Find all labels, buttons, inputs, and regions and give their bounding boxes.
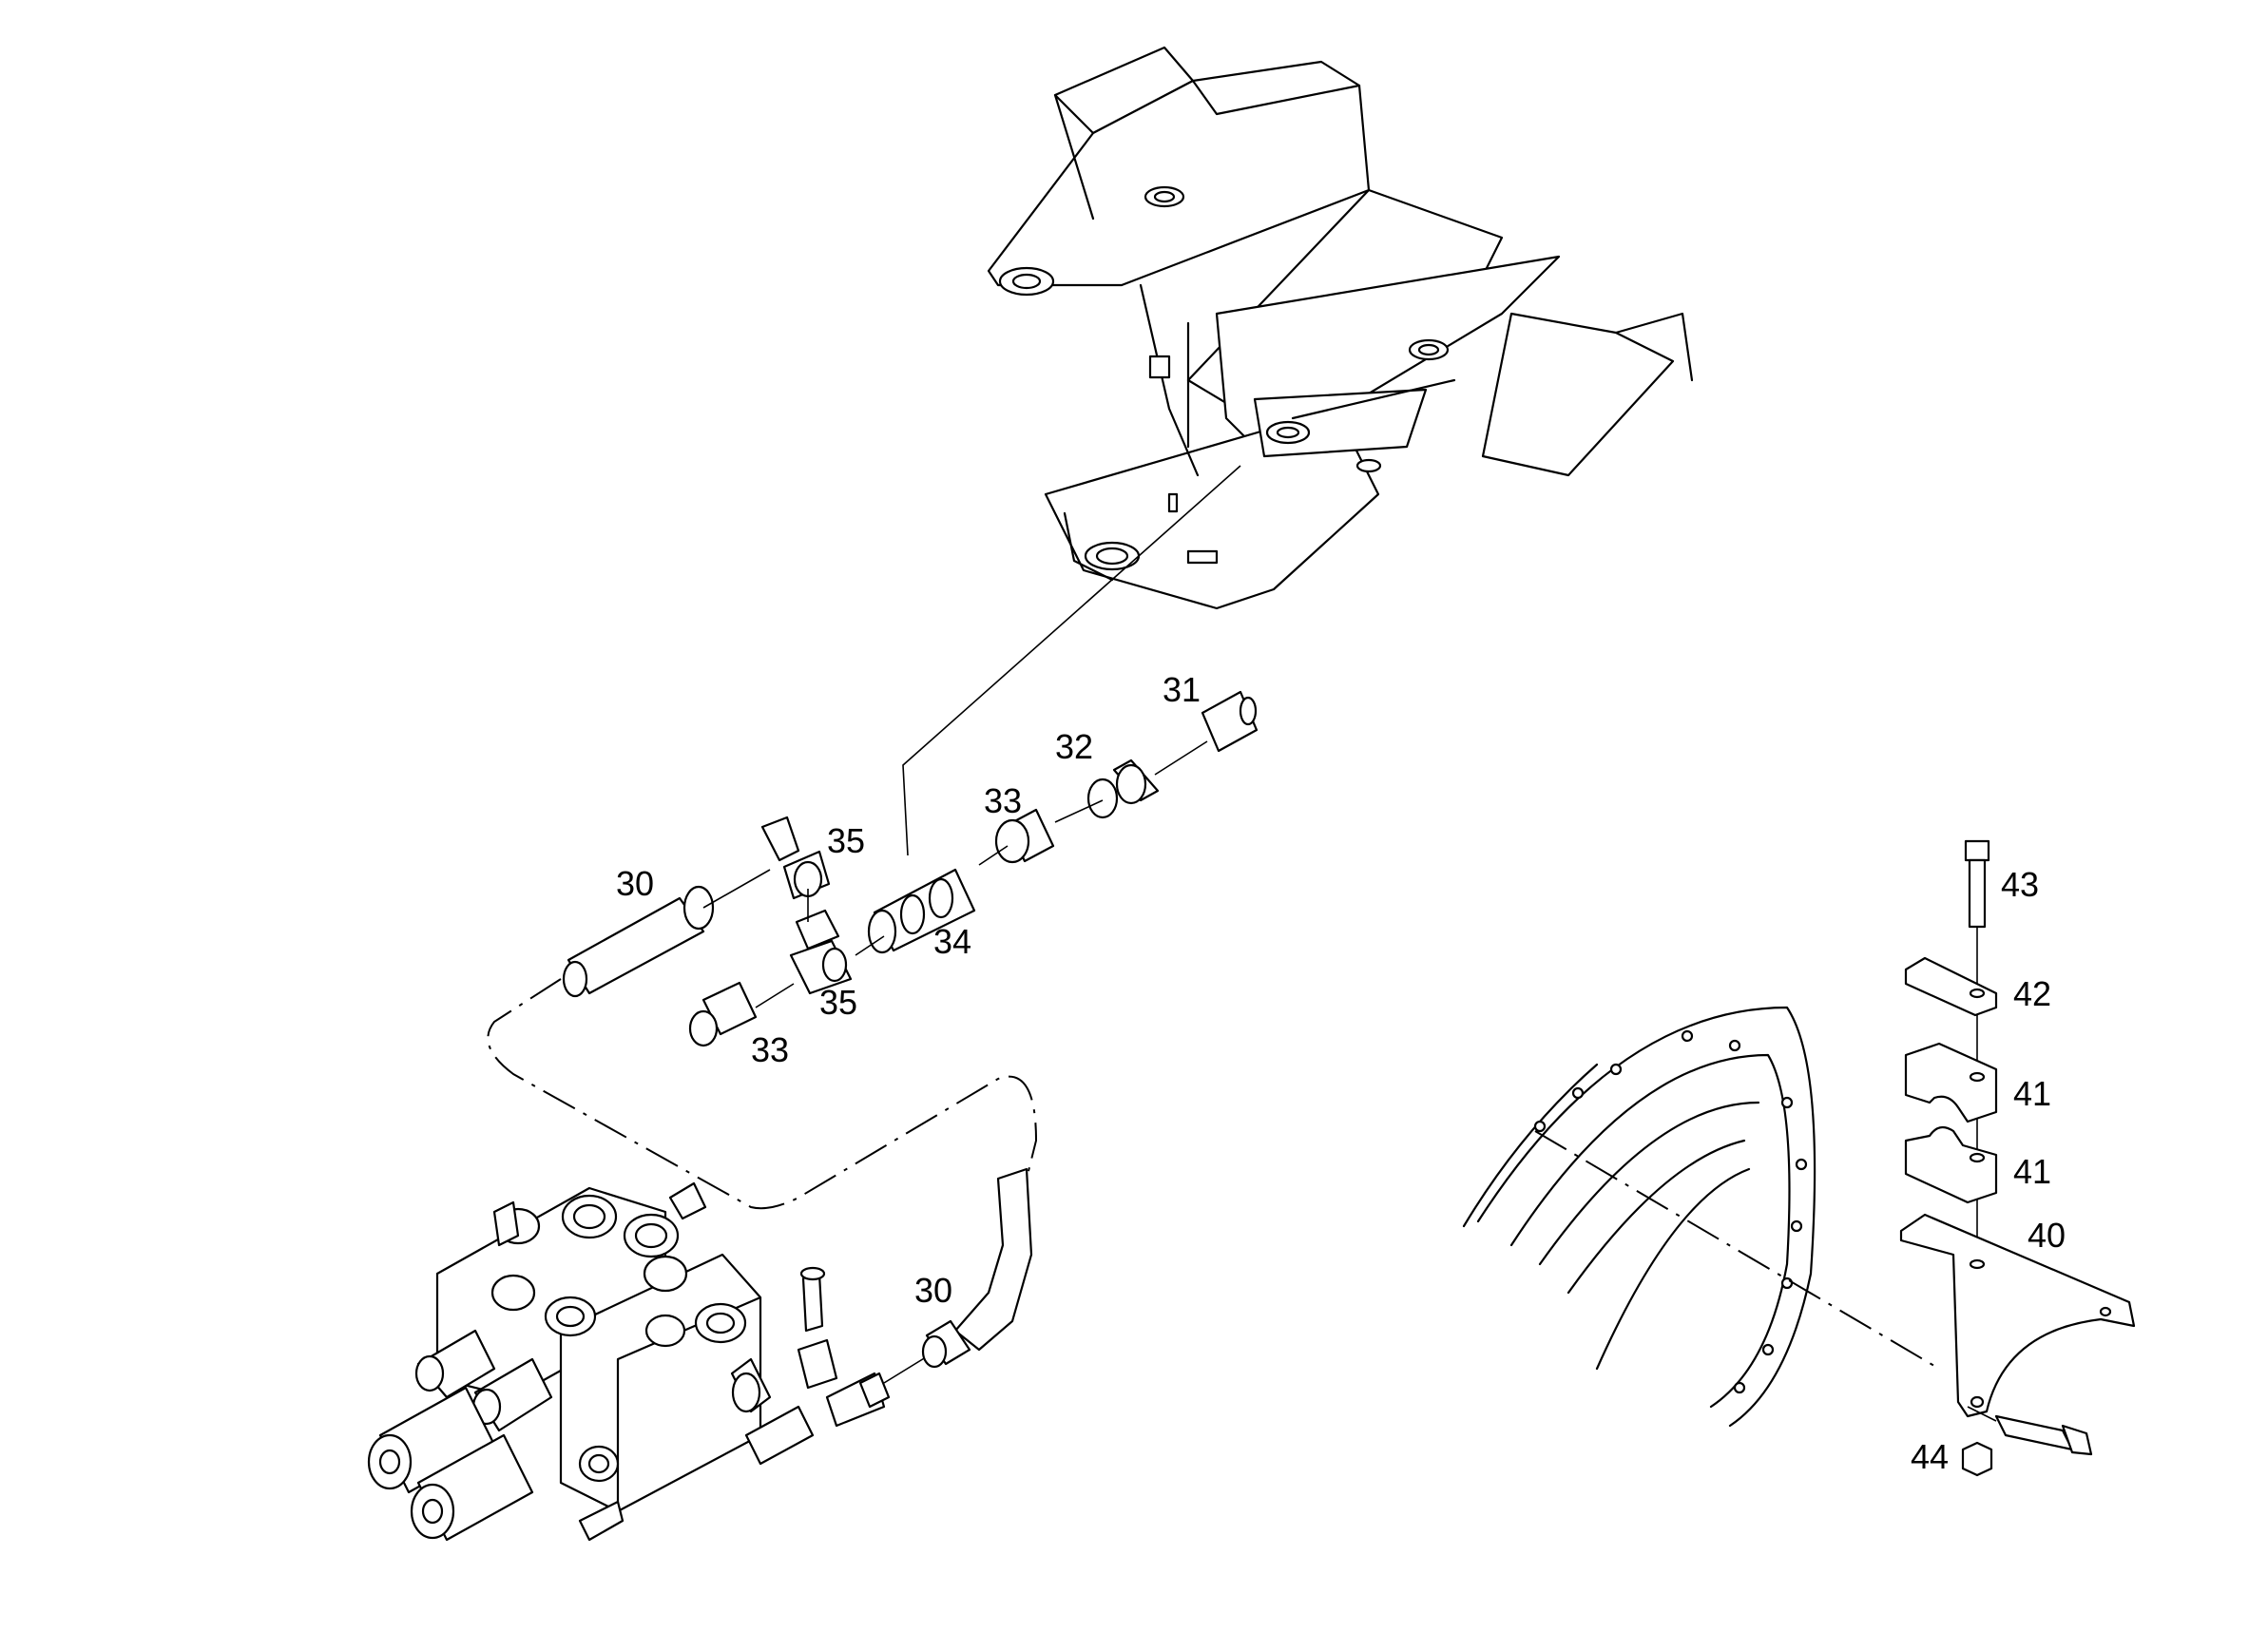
callout-35-lower: 35 <box>819 983 857 1022</box>
hose-route-dashdot <box>487 978 1038 1210</box>
callout-41-lower: 41 <box>2013 1152 2051 1191</box>
callout-30-lower: 30 <box>914 1271 952 1310</box>
fitting-33-upper <box>994 808 1055 864</box>
plate-42 <box>1904 956 1998 1017</box>
nut-44 <box>1961 1441 1993 1477</box>
tee-35-upper <box>760 816 831 900</box>
leader-lines-fittings <box>702 740 1208 1008</box>
callout-30-upper: 30 <box>616 864 654 903</box>
wheel-rim <box>1462 1006 1816 1428</box>
hose-30-lower <box>921 1167 1033 1369</box>
callout-40: 40 <box>2028 1216 2066 1255</box>
callout-33-lower: 33 <box>751 1030 789 1069</box>
control-valve-block <box>367 1181 762 1542</box>
valve-outlet-fittings <box>730 1266 947 1466</box>
callout-31: 31 <box>1163 670 1201 709</box>
bolt-43 <box>1964 839 1990 929</box>
callout-44: 44 <box>1911 1437 1949 1476</box>
chassis-frame <box>987 46 1694 610</box>
hose-30-upper <box>562 885 715 998</box>
bolt-cap-screw <box>1967 1406 2093 1456</box>
callout-35-upper: 35 <box>827 821 865 860</box>
callout-41-upper: 41 <box>2013 1074 2051 1113</box>
bracket-axis-line <box>1534 1130 1940 1370</box>
tee-35-lower <box>789 909 853 995</box>
fitting-33-lower <box>688 981 758 1047</box>
callout-43: 43 <box>2001 865 2039 904</box>
callout-labels: 31 32 33 35 30 34 35 33 30 43 42 41 41 4… <box>616 670 2066 1476</box>
bracket-40 <box>1899 1213 2136 1418</box>
fitting-31 <box>1201 690 1259 753</box>
callout-42: 42 <box>2013 974 2051 1013</box>
leader-line-frame <box>902 465 1241 856</box>
clamp-half-41-upper <box>1904 1042 1998 1123</box>
clamp-half-41-lower <box>1904 1125 1998 1204</box>
callout-32: 32 <box>1055 727 1093 766</box>
callout-34: 34 <box>933 922 971 961</box>
fitting-32 <box>1086 758 1160 819</box>
callout-33-upper: 33 <box>984 781 1022 820</box>
